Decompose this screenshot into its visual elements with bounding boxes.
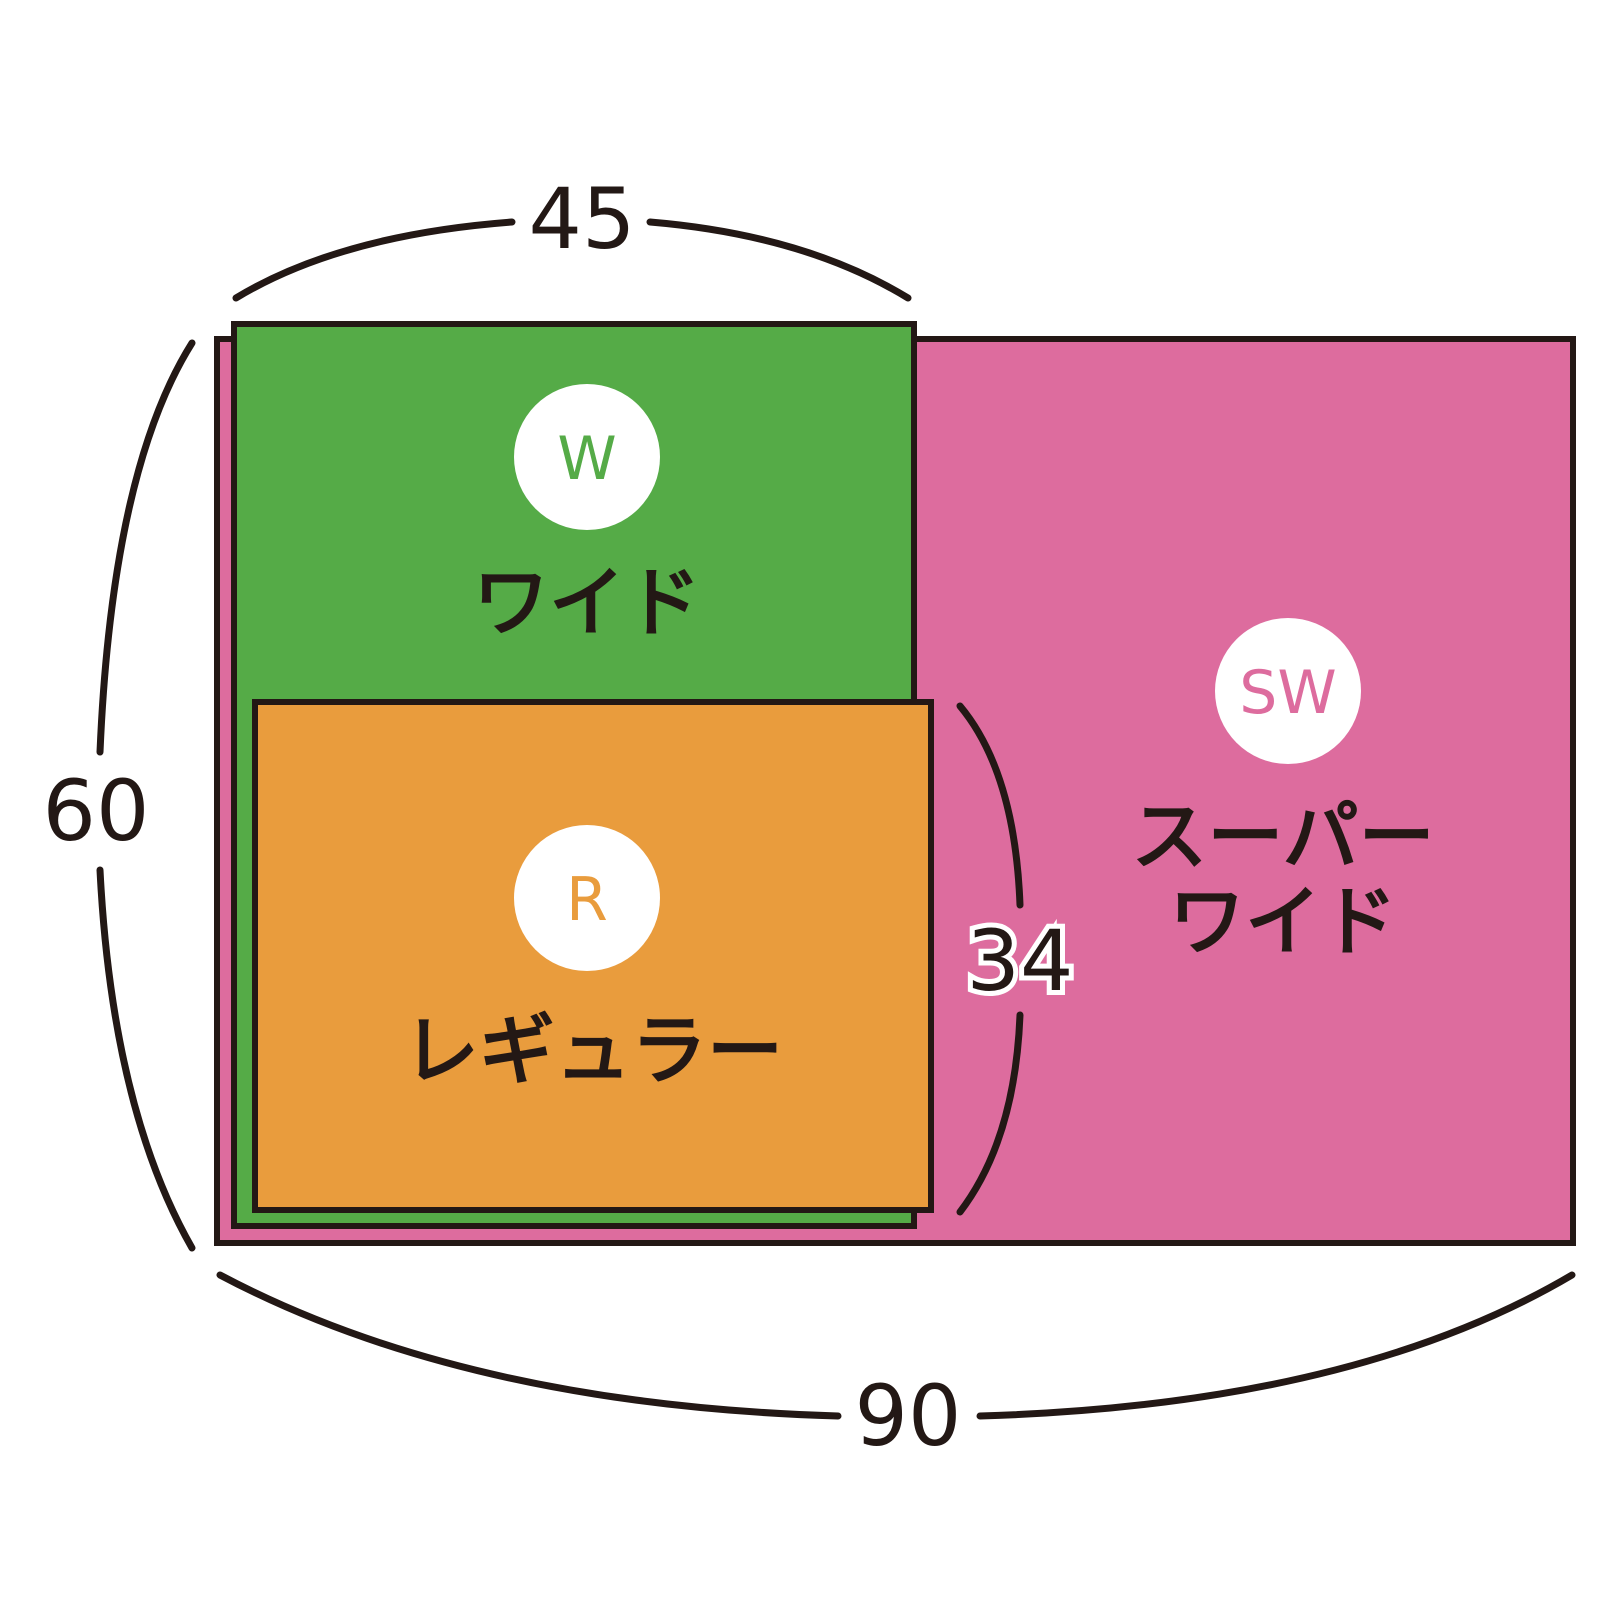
super-wide-size-name-line1: スーパー (1131, 792, 1434, 881)
wide-width-bracket-left (232, 218, 516, 302)
regular-badge-label: R (566, 865, 608, 935)
wide-width-bracket-right (646, 218, 912, 302)
wide-badge-label: W (557, 424, 616, 494)
super-wide-badge: SW (1215, 618, 1361, 764)
regular-size-name: レギュラー (403, 1006, 783, 1095)
super-wide-badge-label: SW (1239, 658, 1336, 728)
wide-badge-circle (514, 384, 660, 530)
super-wide-width-bracket-right (976, 1271, 1576, 1420)
height-bracket-top (96, 339, 196, 756)
super-wide-width-bracket-left (216, 1271, 842, 1420)
super-wide-size-name-line2: ワイド (1169, 877, 1397, 966)
super-wide-width-label: 90 (855, 1367, 962, 1465)
wide-size-name: ワイド (473, 558, 701, 647)
regular-badge-circle (514, 825, 660, 971)
regular-badge: R (514, 825, 660, 971)
regular-height-bracket-top (956, 702, 1024, 909)
height-label: 60 (43, 762, 150, 860)
wide-width-label: 45 (529, 170, 636, 268)
height-bracket-bottom (96, 866, 196, 1252)
regular-height-label: 34 (967, 912, 1074, 1010)
super-wide-badge-circle (1215, 618, 1361, 764)
wide-badge: W (514, 384, 660, 530)
regular-height-bracket-bottom (956, 1011, 1024, 1216)
